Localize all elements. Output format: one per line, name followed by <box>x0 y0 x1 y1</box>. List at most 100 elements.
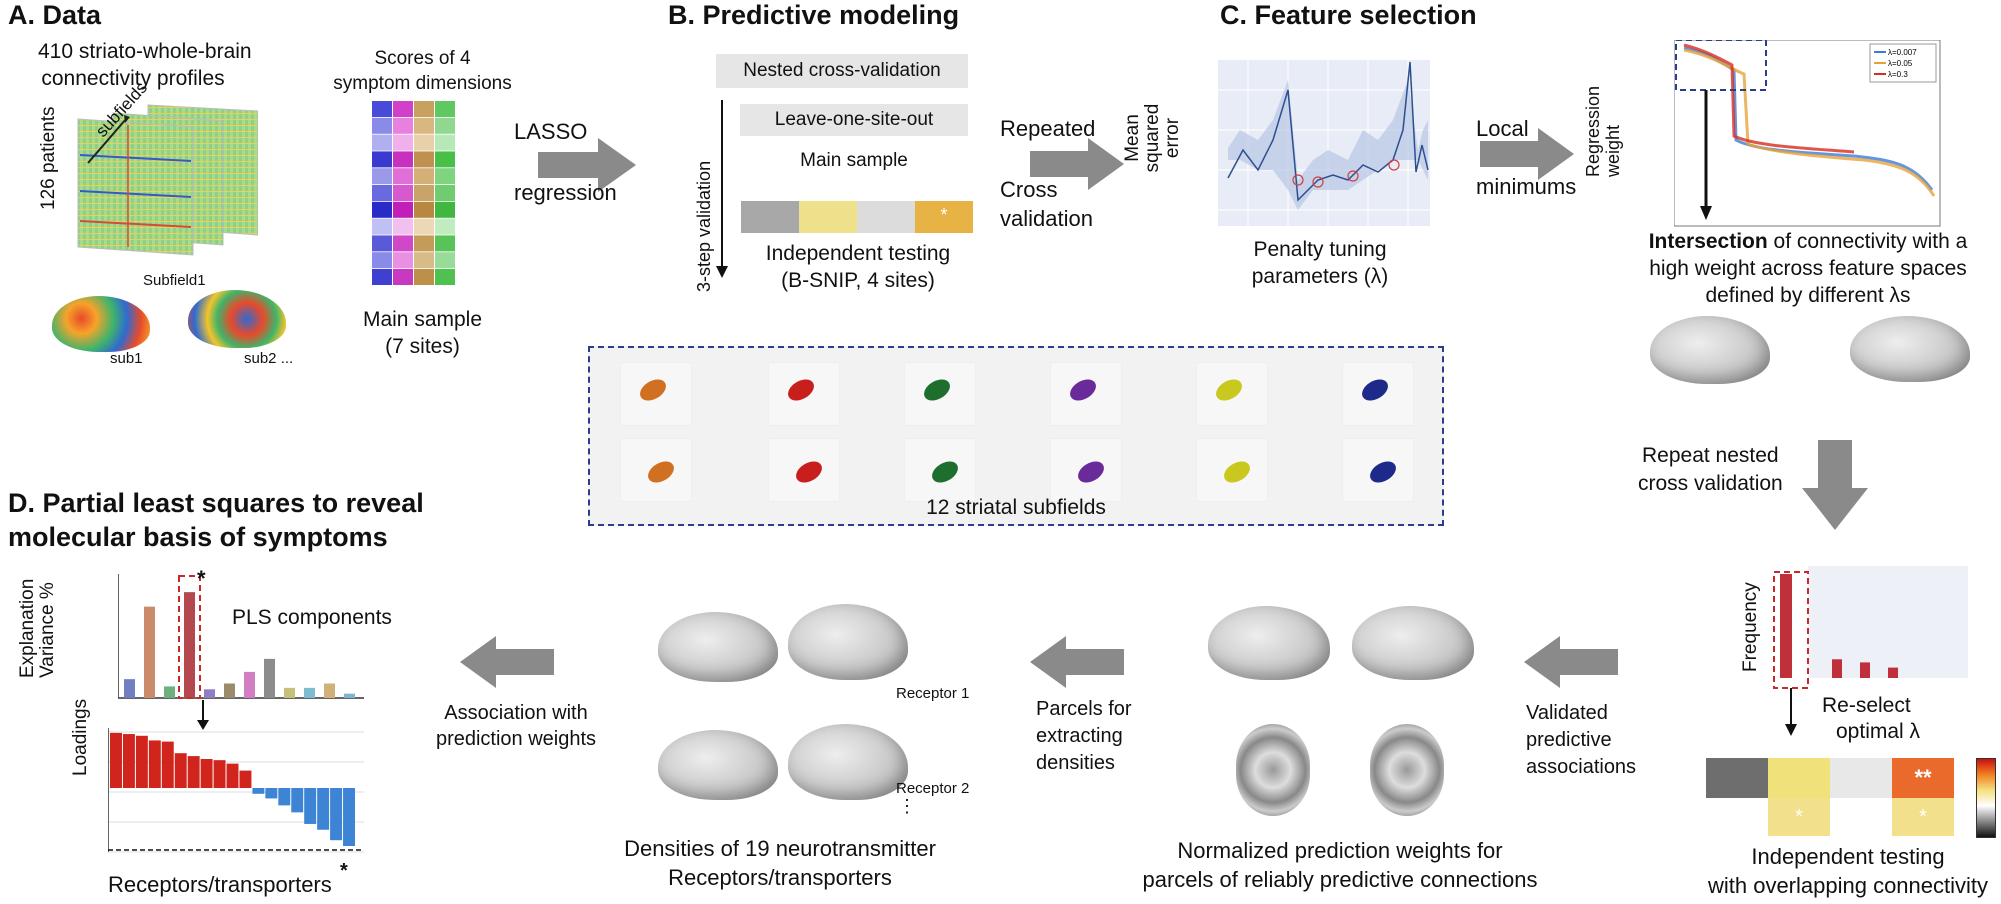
pls-bar <box>204 689 215 698</box>
validated-line2: predictive <box>1526 729 1612 751</box>
subfield-thumbnail <box>1342 438 1414 502</box>
score-cell <box>414 235 434 252</box>
subfields-arrow <box>87 118 127 164</box>
mse-line <box>1227 61 1429 202</box>
lasso-arrow <box>538 138 636 192</box>
split-segment-2 <box>799 201 857 233</box>
score-cell <box>372 101 392 117</box>
subfield-thumbnail <box>768 362 840 426</box>
pls-bar <box>244 671 255 698</box>
regweight-line1: Regression <box>1583 85 1603 177</box>
repeated-label: Repeated <box>1000 116 1096 141</box>
score-cell <box>435 101 455 117</box>
subfield-thumbnail <box>904 438 976 502</box>
penalty-line2: parameters (λ) <box>1251 265 1389 288</box>
local-minimum-markers <box>1292 159 1400 188</box>
repeat-nested-arrow <box>1802 440 1868 530</box>
frequency-bar <box>1860 662 1870 678</box>
scores-text: Scores of 4 symptom dimensions <box>330 46 515 96</box>
loadings-bar <box>161 741 174 788</box>
mse-line2: squared <box>1142 103 1163 173</box>
association-line2: prediction weights <box>435 728 597 750</box>
loadings-bar <box>239 770 252 788</box>
score-cell <box>435 252 455 269</box>
loadings-bar <box>110 732 122 788</box>
intersection-bold: Intersection <box>1648 230 1768 253</box>
main-sample-line1: Main sample <box>362 308 483 331</box>
subfield1-label: Subfield1 <box>143 272 206 289</box>
profiles-text: 410 striato-whole-brain connectivity pro… <box>38 38 252 92</box>
loadings-bar <box>213 760 226 788</box>
scores-line2: symptom dimensions <box>333 73 512 94</box>
subfield-thumbnail <box>620 362 692 426</box>
score-cell <box>414 269 434 285</box>
local-arrow <box>1480 128 1574 180</box>
mse-plot <box>1218 60 1430 226</box>
repeated-arrow <box>1030 138 1124 190</box>
receptor2-brain-left <box>658 730 778 800</box>
overlap-cell-3 <box>1830 758 1892 798</box>
intersection-brain-right <box>1850 316 1970 382</box>
overlap-cell-2 <box>1768 758 1830 798</box>
subfield-thumbnail <box>1342 362 1414 426</box>
validated-arrow <box>1524 636 1618 688</box>
receptor1-brain-right <box>788 604 908 680</box>
curve-lambda-3 <box>1683 43 1855 154</box>
score-cell <box>393 269 413 285</box>
pls-bar <box>124 679 135 698</box>
score-cell <box>393 185 413 201</box>
receptor2-brain-right <box>788 724 908 800</box>
subfield-region <box>1074 457 1108 487</box>
reselect-line1: Re-select <box>1822 694 1911 717</box>
frequency-highlight <box>1773 571 1809 736</box>
score-cell <box>435 168 455 185</box>
lasso-label: LASSO <box>514 119 588 144</box>
reselect-line2: optimal λ <box>1836 720 1921 743</box>
subfield-region <box>1212 375 1246 405</box>
split-segment-4: * <box>915 201 973 233</box>
pls-down-arrow <box>197 700 209 730</box>
pls-bar <box>164 686 175 698</box>
subfield-thumbnail <box>1196 438 1268 502</box>
parcels-arrow <box>1030 636 1124 688</box>
mse-line1: Mean <box>1122 114 1143 162</box>
legend-lambda-2: λ=0.05 <box>1888 59 1913 68</box>
minimums-label: minimums <box>1476 174 1577 199</box>
score-cell <box>435 134 455 151</box>
subfields-box-label: 12 striatal subfields <box>926 496 1106 519</box>
loadings-bar <box>226 763 239 788</box>
striatal-subfields-box <box>588 346 1444 526</box>
subfield-thumbnail <box>768 438 840 502</box>
subfield-thumbnail <box>1050 438 1122 502</box>
validated-line1: Validated <box>1526 702 1608 724</box>
subfield-thumbnail <box>1196 362 1268 426</box>
main-sample-text: Main sample (7 sites) <box>330 306 515 360</box>
local-label: Local <box>1476 116 1529 141</box>
score-cell <box>435 117 455 134</box>
pls-bar <box>264 658 275 698</box>
intersection-line2: high weight across feature spaces <box>1649 257 1967 280</box>
score-cell <box>372 201 392 218</box>
intersection-line1: of connectivity with a <box>1767 230 1968 253</box>
subfield-region <box>636 375 670 405</box>
pls-bar <box>304 687 315 698</box>
score-cell <box>393 134 413 151</box>
top-weight-box <box>1675 40 1767 91</box>
loadings-bar <box>343 788 355 846</box>
association-arrow <box>460 636 554 688</box>
scores-line1: Scores of 4 <box>374 48 471 69</box>
subfield-region <box>1366 457 1400 487</box>
score-cell <box>372 252 392 269</box>
frequency-bar <box>1888 667 1898 678</box>
frequency-chart <box>1780 566 1968 678</box>
subfield-region <box>784 375 818 405</box>
three-step-label: 3-step validation <box>694 160 714 292</box>
loadings-label: Loadings <box>70 698 91 776</box>
loadings-bar <box>148 740 161 788</box>
score-cell <box>414 134 434 151</box>
split-segment-1 <box>741 201 799 233</box>
pls-highlight-box <box>178 575 201 699</box>
weights-brain-right <box>1352 606 1474 680</box>
frequency-label: Frequency <box>1740 582 1761 672</box>
score-cell <box>372 134 392 151</box>
